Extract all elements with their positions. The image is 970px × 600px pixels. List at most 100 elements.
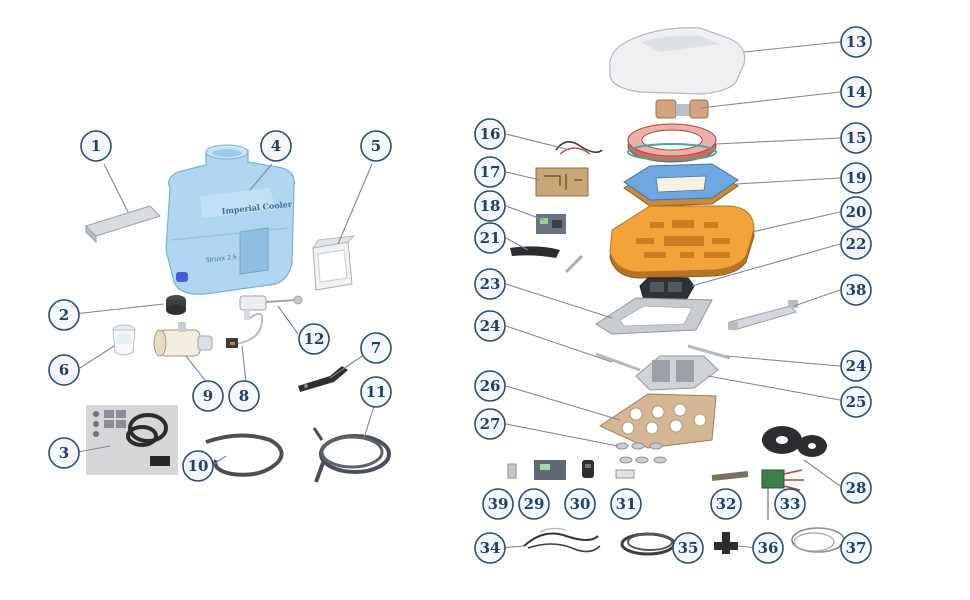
svg-text:4: 4 (271, 137, 281, 155)
part-38-slide-bracket (728, 300, 798, 331)
part-16-wire-lead (555, 141, 603, 155)
badge-20: 20 (840, 196, 872, 228)
badge-18: 18 (474, 190, 506, 222)
part-13-roof-cover (609, 27, 746, 95)
part-25-fan-shroud (635, 355, 719, 391)
badge-22: 22 (840, 228, 872, 260)
tank-model-label: Struxx 2.5 (205, 254, 237, 264)
badge-7: 7 (360, 332, 392, 364)
part-33-control-board (761, 469, 804, 520)
part-22-fan-housing (639, 277, 695, 301)
badge-23: 23 (474, 268, 506, 300)
svg-text:16: 16 (480, 125, 501, 143)
part-5-filter-frame (312, 235, 356, 291)
part-4-water-tank: Imperial Cooler Struxx 2.5 (165, 144, 295, 295)
svg-text:22: 22 (846, 235, 867, 253)
badge-34: 34 (474, 532, 506, 564)
svg-text:30: 30 (570, 495, 591, 513)
part-2-cap (166, 295, 186, 315)
svg-text:37: 37 (846, 539, 867, 557)
part-8-sensor-wire (226, 312, 264, 348)
part-39-fitting (507, 463, 517, 479)
badge-35: 35 (672, 532, 704, 564)
svg-text:12: 12 (304, 330, 325, 348)
svg-text:31: 31 (616, 495, 637, 513)
svg-text:34: 34 (480, 539, 501, 557)
badge-11: 11 (360, 376, 392, 408)
part-10-hose (205, 433, 284, 477)
svg-text:32: 32 (716, 495, 737, 513)
part-6-filter-cartridge (112, 324, 136, 356)
svg-text:36: 36 (758, 539, 779, 557)
part-20-orange-plate (609, 205, 755, 279)
badge-38: 38 (840, 274, 872, 306)
svg-text:25: 25 (846, 393, 867, 411)
badge-9: 9 (192, 380, 224, 412)
svg-text:13: 13 (846, 33, 867, 51)
svg-text:38: 38 (846, 281, 867, 299)
svg-text:6: 6 (59, 361, 69, 379)
part-31-module (615, 469, 635, 479)
part-36-t-valve (714, 532, 738, 554)
badge-24-left: 24 (474, 310, 506, 342)
badge-1: 1 (80, 130, 112, 162)
part-30-remote (582, 460, 594, 478)
svg-text:5: 5 (371, 137, 381, 155)
svg-text:15: 15 (846, 129, 867, 147)
part-21-seal-strip (510, 246, 584, 274)
badge-6: 6 (48, 354, 80, 386)
part-26-base-plate (598, 393, 717, 449)
badge-14: 14 (840, 76, 872, 108)
svg-text:18: 18 (480, 197, 501, 215)
badge-3: 3 (48, 437, 80, 469)
badge-21: 21 (474, 222, 506, 254)
badge-17: 17 (474, 156, 506, 188)
part-3-install-kit (86, 405, 178, 475)
part-7-black-bracket (298, 366, 348, 392)
badge-39: 39 (482, 488, 514, 520)
part-37-thin-cable (791, 527, 845, 553)
badge-13: 13 (840, 26, 872, 58)
svg-text:10: 10 (188, 457, 209, 475)
svg-text:17: 17 (480, 163, 501, 181)
badge-19: 19 (840, 162, 872, 194)
badge-24-right: 24 (840, 350, 872, 382)
badge-29: 29 (518, 488, 550, 520)
svg-text:28: 28 (846, 479, 867, 497)
svg-text:14: 14 (846, 83, 867, 101)
part-29-cable-pack (534, 460, 566, 480)
part-27-washers (615, 442, 667, 464)
part-1-bracket-plate (85, 205, 161, 244)
svg-text:1: 1 (91, 137, 101, 155)
part-18-electronics (536, 214, 566, 234)
part-23-gasket-frame (595, 297, 713, 335)
part-19-blue-frame (623, 163, 739, 207)
part-35-cable-coil (620, 532, 676, 556)
part-28-rubber-rings (762, 426, 827, 457)
svg-text:9: 9 (203, 387, 213, 405)
badge-26: 26 (474, 370, 506, 402)
badge-4: 4 (260, 130, 292, 162)
svg-text:35: 35 (678, 539, 699, 557)
svg-text:8: 8 (239, 387, 249, 405)
badge-12: 12 (298, 323, 330, 355)
badge-27: 27 (474, 408, 506, 440)
badge-15: 15 (840, 122, 872, 154)
svg-text:29: 29 (524, 495, 545, 513)
svg-text:19: 19 (846, 169, 867, 187)
badge-31: 31 (610, 488, 642, 520)
part-34-wire-harness (523, 527, 601, 553)
part-11-coiled-hose (312, 427, 391, 483)
part-32-ribbon-cable (711, 471, 749, 481)
badge-10: 10 (182, 450, 214, 482)
part-17-circuit-board (535, 167, 589, 197)
svg-text:27: 27 (480, 415, 501, 433)
part-15-cooling-ring (627, 123, 717, 163)
part-12-valve (239, 295, 303, 320)
svg-text:21: 21 (480, 229, 501, 247)
svg-text:11: 11 (366, 383, 387, 401)
badge-2: 2 (48, 299, 80, 331)
svg-text:39: 39 (488, 495, 509, 513)
svg-text:24: 24 (846, 357, 867, 375)
svg-text:7: 7 (371, 339, 381, 357)
